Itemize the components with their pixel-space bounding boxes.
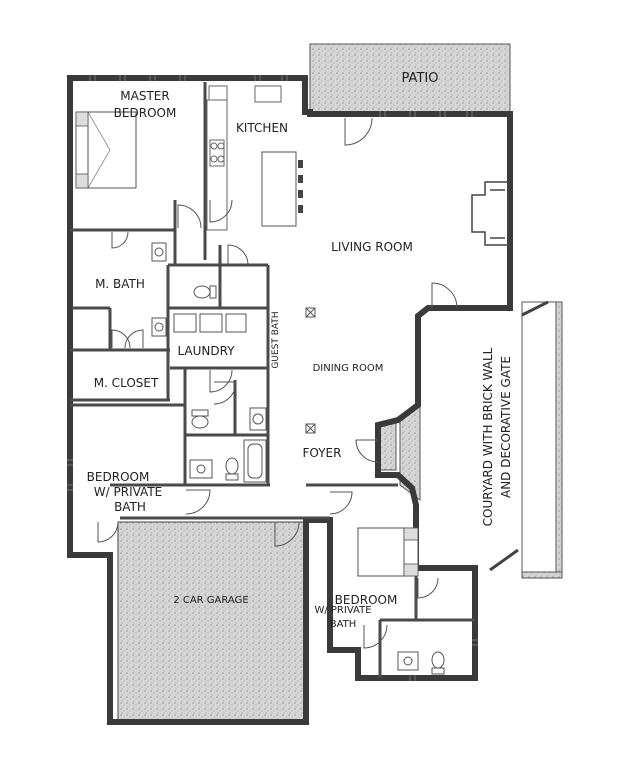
garage-area — [117, 521, 307, 723]
interior-walls — [70, 82, 475, 678]
toilet-icon — [225, 457, 239, 481]
ceiling-fixture-icon — [305, 423, 316, 434]
room-labels: PATIO MASTER BEDROOM KITCHEN LIVING ROOM… — [87, 71, 513, 630]
sink-icon — [397, 651, 419, 671]
door-swing-icon — [97, 117, 458, 649]
label-m-closet: M. CLOSET — [94, 376, 159, 390]
label-living-room: LIVING ROOM — [331, 240, 413, 254]
bathtub-icon — [243, 439, 267, 483]
ceiling-fixture-icon — [305, 307, 316, 318]
label-guest-bath: GUEST BATH — [271, 311, 281, 368]
toilet-icon — [191, 409, 209, 429]
bed-icon — [357, 527, 419, 577]
patio-area — [309, 43, 511, 115]
kitchen-island — [261, 151, 303, 227]
sink-icon — [151, 242, 167, 262]
label-m-bath: M. BATH — [95, 277, 145, 291]
label-courtyard: COURYARD WITH BRICK WALL — [481, 347, 495, 526]
label-master-bedroom: BEDROOM — [114, 106, 177, 120]
bed-icon — [75, 111, 137, 189]
label-bedroom-private-bath: BATH — [114, 500, 146, 514]
courtyard-area — [489, 300, 563, 579]
sink-icon — [189, 459, 213, 479]
toilet-icon — [431, 651, 445, 675]
label-laundry: LAUNDRY — [177, 344, 235, 358]
exterior-walls — [67, 75, 513, 725]
label-patio: PATIO — [402, 71, 439, 86]
kitchen-counters — [206, 85, 282, 231]
label-bedroom-2-bath: W/ PRIVATE — [314, 605, 371, 616]
label-bedroom-private-bath: BEDROOM — [87, 470, 150, 484]
label-foyer: FOYER — [303, 446, 342, 460]
sink-icon — [249, 407, 267, 431]
fireplace-icon — [471, 181, 509, 246]
sink-icon — [151, 317, 167, 337]
label-garage: 2 CAR GARAGE — [173, 595, 248, 606]
toilet-icon — [193, 285, 217, 299]
label-kitchen: KITCHEN — [236, 121, 288, 135]
windows — [67, 75, 478, 681]
label-master-bedroom: MASTER — [120, 89, 169, 103]
label-courtyard: AND DECORATIVE GATE — [499, 356, 513, 498]
laundry-machines — [173, 313, 247, 333]
label-bedroom-private-bath: W/ PRIVATE — [94, 485, 162, 499]
label-bedroom-2: BEDROOM — [335, 593, 398, 607]
label-bedroom-2-bath: BATH — [330, 619, 357, 630]
label-dining-room: DINING ROOM — [313, 363, 384, 374]
